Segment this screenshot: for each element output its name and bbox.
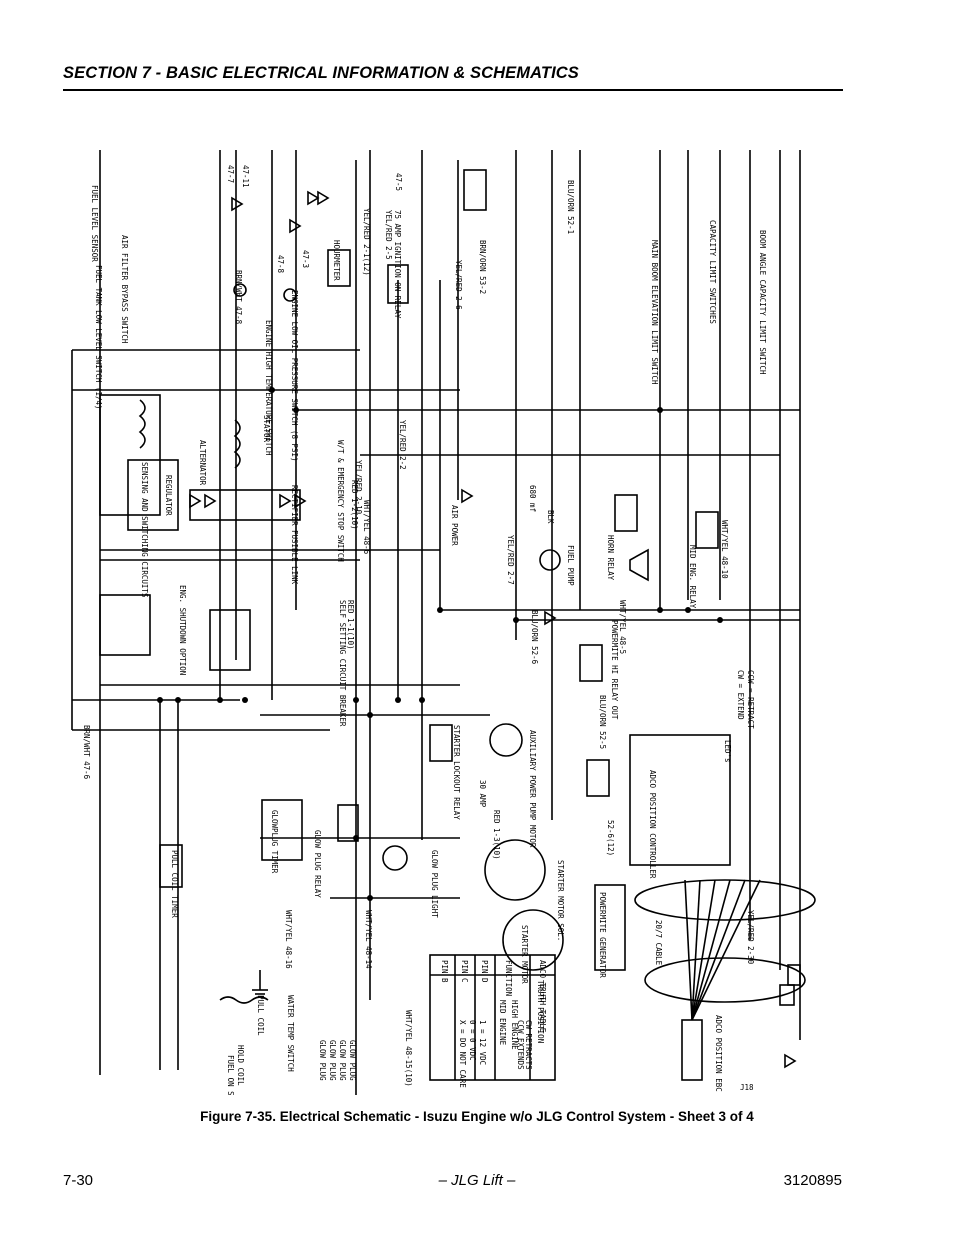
truth-header-position: TRUTH POSITION [536, 980, 545, 1043]
wire-label: WHT/YEL 48-15(10) [404, 1010, 413, 1087]
wire-label: 52-6(12) [606, 820, 615, 856]
label-boom-angle-switch: BOOM ANGLE CAPACITY LIMIT SWITCH [758, 230, 767, 375]
truth-header-pin-c: PIN C [460, 960, 469, 983]
wire-label: BRN/WHT 47-8 [234, 270, 243, 325]
wire-label: YEL/RED 2-1(12) [362, 208, 371, 276]
label-glow-plug-4: GLOW PLUG [318, 1040, 327, 1081]
label-air-power: AIR POWER [450, 505, 459, 546]
label-starter-lockout: STARTER LOCKOUT RELAY [452, 725, 461, 820]
label-adco-controller: ADCO POSITION CONTROLLER [648, 770, 657, 879]
header-rule [63, 89, 843, 91]
truth-note-1: X = DO NOT CARE [458, 1020, 467, 1088]
label-engine-high-temp: ENGINE HIGH TEMPERATURE SWITCH [264, 320, 273, 456]
wire-label: YEL/RED 2-10 [354, 460, 363, 515]
label-powermite-generator: POWERMITE GENERATOR [598, 892, 607, 978]
wire-label: BLU/ORN 52-5 [598, 695, 607, 749]
wire-label: BRN/ORN 53-2 [478, 240, 487, 294]
wire-label: RED 1-3(10) [492, 810, 501, 860]
label-mid-eng-relay: MID ENG. RELAY [688, 545, 697, 609]
truth-row-1-function: HIGH ENGINE [510, 1000, 519, 1050]
label-aux-amp: 30 AMP [478, 780, 487, 808]
label-starter-motor: STARTER MOTOR [520, 925, 529, 984]
label-fuel-pump: FUEL PUMP [566, 545, 575, 586]
truth-header-pin-b: PIN B [440, 960, 449, 983]
label-engine-oil-pressure: ENGINE LOW OIL PRESSURE SWITCH (8 PSI) [290, 290, 299, 462]
wire-label: RED 1-2(10) [350, 480, 359, 530]
document-number: 3120895 [783, 1172, 842, 1189]
wire-label: 47-5 [394, 173, 403, 191]
label-capacity-switches: CAPACITY LIMIT SWITCHES [708, 220, 717, 324]
truth-note-4: CCW EXTENDS [516, 1020, 525, 1070]
section-title: SECTION 7 - BASIC ELECTRICAL INFORMATION… [63, 64, 579, 82]
label-cw-extend: CW = EXTEND [736, 670, 745, 720]
label-rectifier: RECTIFIER [290, 485, 299, 526]
figure-caption: Figure 7-35. Electrical Schematic - Isuz… [200, 1109, 754, 1124]
truth-note-5: CW RETRACTS [524, 1020, 533, 1070]
label-adco-actuator: ADCO POSITION EBC ACTUATOR [714, 1015, 723, 1095]
label-water-temp-switch: WATER TEMP SWITCH [286, 995, 295, 1072]
label-hold-coil: HOLD COIL [236, 1045, 245, 1086]
wire-label: YEL/RED 2-5 [384, 210, 393, 260]
label-glow-plug-2: GLOW PLUG [338, 1040, 347, 1081]
label-cap-680: 680 mf [528, 485, 537, 512]
label-fuel-on-solenoid: FUEL ON SOLENOID [226, 1055, 235, 1095]
label-adco-truth-table: ADCO TRUTH TABLE [538, 960, 547, 1033]
wire-label: YEL/RED 2-6 [454, 260, 463, 310]
label-main-boom-switch: MAIN BOOM ELEVATION LIMIT SWITCH [650, 240, 659, 385]
wire-label: 47-3 [301, 250, 310, 268]
label-glow-plug-relay: GLOW PLUG RELAY [313, 830, 322, 898]
label-air-filter-bypass: AIR FILTER BYPASS SWITCH [120, 235, 129, 344]
label-glow-plug-3: GLOW PLUG [328, 1040, 337, 1081]
label-sensing-circuits: SENSING AND SWITCHING CIRCUITS [140, 462, 149, 598]
label-leds: LED's [723, 740, 732, 763]
electrical-schematic: FUEL LEVEL SENSOR AIR FILTER BYPASS SWIT… [71, 150, 816, 1095]
truth-header-function: FUNCTION [504, 960, 513, 996]
label-fuel-level-sensor: FUEL LEVEL SENSOR [90, 185, 99, 262]
label-horn-relay: HORN RELAY [606, 535, 615, 581]
label-glow-plug-1: GLOW PLUG [348, 1040, 357, 1081]
label-circuit-breaker: SELF SETTING CIRCUIT BREAKER [338, 600, 347, 727]
label-pull-coil-timer: PULL COIL TIMER [170, 850, 179, 918]
label-alternator: ALTERNATOR [198, 440, 207, 486]
wire-label: WHT/YEL 48-16 [284, 910, 293, 969]
label-cable: 20/7 CABLE [654, 920, 663, 966]
label-emergency-stop: W/T & EMERGENCY STOP SWITCH [336, 440, 345, 562]
label-glow-plug-timer: GLOWPLUG TIMER [270, 810, 279, 874]
truth-note-3: 1 = 12 VDC [478, 1020, 487, 1065]
label-powermite-relay: POWERMITE HI RELAY OUT [610, 620, 619, 720]
wire-label: RED 1-1(10) [346, 600, 355, 650]
wire-label: BLK [546, 510, 555, 524]
footer-brand: – JLG Lift – [438, 1172, 516, 1189]
wire-label: WHT/YEL 48-5 [618, 600, 627, 654]
wire-label: WHT/YEL 48-6 [362, 500, 371, 555]
wire-label: 47-8 [276, 255, 285, 274]
truth-header-pin-d: PIN D [480, 960, 489, 983]
wire-label: WHT/YEL 48-14 [364, 910, 373, 969]
label-j18: J18 [740, 1083, 754, 1092]
label-fuel-tank-low: FUEL TANK LOW LEVEL SWITCH (1/4) [94, 265, 103, 410]
label-starter-motor-sol: STARTER MOTOR SOL. [556, 860, 565, 941]
page-number: 7-30 [63, 1172, 94, 1189]
label-glow-plug-light: GLOW PLUG LIGHT [430, 850, 439, 918]
label-regulator: REGULATOR [164, 475, 173, 516]
label-aux-pump-motor: AUXILIARY POWER PUMP MOTOR [528, 730, 537, 848]
label-ccw-retract: CCW = RETRACT [746, 670, 755, 729]
wire-label: 47-7 [226, 165, 235, 183]
label-fusible-link: FUSIBLE LINK [290, 530, 299, 585]
label-ignition-relay: 75 AMP IGNITION ON RELAY [393, 210, 402, 319]
wire-label: YEL/RED 2-2 [398, 420, 407, 470]
wire-label: BLU/ORN 52-1 [566, 180, 575, 234]
wire-label: YEL/RED 2-30 [746, 910, 755, 965]
label-pull-coil: PULL COIL [256, 995, 265, 1036]
wire-label: BLU/ORN 52-6 [530, 610, 539, 665]
label-stator: STATOR [262, 415, 271, 443]
wire-label: WHT/YEL 48-10 [720, 520, 729, 579]
wire-label: BRN/WHT 47-6 [82, 725, 91, 780]
label-eng-shutdown: ENG. SHUTDOWN OPTION [178, 585, 187, 675]
wire-label: YEL/RED 2-7 [506, 535, 515, 585]
truth-note-2: 0 = 0 VDC [468, 1020, 477, 1061]
wire-label: 47-11 [241, 165, 250, 188]
label-hourmeter: HOURMETER [332, 240, 341, 281]
truth-row-2-function: MID ENGINE [498, 1000, 507, 1046]
